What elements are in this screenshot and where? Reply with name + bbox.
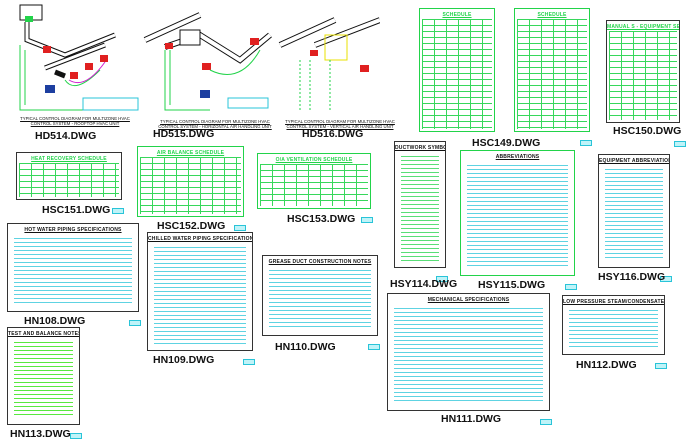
hsc150-body-text	[609, 31, 677, 120]
hn109-stamp	[243, 359, 255, 365]
hsy115-title: ABBREVIATIONS	[495, 154, 540, 160]
hsy116-body-text	[605, 169, 663, 261]
hn108-body-text	[14, 238, 132, 305]
hn110-filename[interactable]: HN110.DWG	[275, 341, 336, 353]
hd515-caption: TYPICAL CONTROL DIAGRAM FOR MULTIZONE HV…	[158, 119, 272, 129]
hsc153-title: O/A VENTILATION SCHEDULE	[275, 157, 353, 163]
hn110-sheet[interactable]: GREASE DUCT CONSTRUCTION NOTES	[262, 255, 378, 336]
hsc151-stamp	[112, 208, 124, 214]
hsy115-body-text	[467, 165, 568, 269]
hsc149b-sheet[interactable]: SCHEDULE	[514, 8, 590, 132]
hn113-stamp	[70, 433, 82, 439]
hsy114-filename[interactable]: HSY114.DWG	[390, 278, 458, 290]
hsc150-sheet[interactable]: MANUAL S - EQUIPMENT SELECTION	[606, 20, 680, 123]
hn111-sheet[interactable]: MECHANICAL SPECIFICATIONS	[387, 293, 550, 411]
hsc152-title: AIR BALANCE SCHEDULE	[156, 150, 225, 156]
hsc153-stamp	[361, 217, 373, 223]
hsc151-body-text	[19, 163, 119, 197]
hsc149a-body-text	[422, 19, 492, 129]
hsy115-stamp	[565, 284, 577, 290]
hsy116-stamp	[660, 276, 672, 282]
hn111-filename[interactable]: HN111.DWG	[441, 413, 502, 425]
hsy116-sheet[interactable]: EQUIPMENT ABBREVIATIONS	[598, 154, 670, 268]
hd514-filename[interactable]: HD514.DWG	[35, 130, 97, 142]
hsc150-filename[interactable]: HSC150.DWG	[613, 125, 682, 137]
hsc149a-sheet[interactable]: SCHEDULE	[419, 8, 495, 132]
hn113-body-text	[14, 342, 73, 418]
hd515-diagram[interactable]	[140, 5, 275, 115]
hsc151-filename[interactable]: HSC151.DWG	[42, 204, 111, 216]
hn112-sheet[interactable]: LOW PRESSURE STEAM/CONDENSATE PIPING SPE…	[562, 295, 665, 355]
hd516-caption: TYPICAL CONTROL DIAGRAM FOR MULTIZONE HV…	[285, 119, 395, 129]
hn108-sheet[interactable]: HOT WATER PIPING SPECIFICATIONS	[7, 223, 139, 312]
hn110-stamp	[368, 344, 380, 350]
hsc150-stamp	[674, 141, 686, 147]
hsc152-body-text	[140, 157, 241, 214]
hsy114-stamp	[436, 276, 448, 282]
hsc151-sheet[interactable]: HEAT RECOVERY SCHEDULE	[16, 152, 122, 200]
hsc149b-title: SCHEDULE	[537, 12, 567, 18]
hsc152-stamp	[234, 225, 246, 231]
hsc149a-title: SCHEDULE	[442, 12, 472, 18]
hn113-filename[interactable]: HN113.DWG	[10, 428, 71, 440]
hsy114-body-text	[401, 156, 439, 261]
hn112-filename[interactable]: HN112.DWG	[576, 359, 637, 371]
hsc152-filename[interactable]: HSC152.DWG	[157, 220, 226, 232]
hd515-filename[interactable]: HD515.DWG	[153, 128, 215, 140]
hn112-title: LOW PRESSURE STEAM/CONDENSATE PIPING SPE…	[563, 299, 665, 305]
hn108-filename[interactable]: HN108.DWG	[24, 315, 86, 327]
hsc151-title: HEAT RECOVERY SCHEDULE	[31, 156, 107, 162]
hn112-stamp	[655, 363, 667, 369]
hsc153-filename[interactable]: HSC153.DWG	[287, 213, 356, 225]
hn110-title: GREASE DUCT CONSTRUCTION NOTES	[268, 259, 372, 265]
hn111-title: MECHANICAL SPECIFICATIONS	[427, 297, 510, 303]
hsc152-sheet[interactable]: AIR BALANCE SCHEDULE	[137, 146, 244, 217]
hsc149b-body-text	[517, 19, 587, 129]
hn111-stamp	[540, 419, 552, 425]
hsy116-filename[interactable]: HSY116.DWG	[598, 271, 666, 283]
hn109-filename[interactable]: HN109.DWG	[153, 354, 215, 366]
hsy115-sheet[interactable]: ABBREVIATIONS	[460, 150, 575, 276]
hn113-sheet[interactable]: TEST AND BALANCE NOTES	[7, 327, 80, 425]
hsy115-filename[interactable]: HSY115.DWG	[478, 279, 546, 291]
hsy116-title: EQUIPMENT ABBREVIATIONS	[599, 158, 670, 164]
hsc149b-filename[interactable]: HSC149.DWG	[472, 137, 541, 149]
hn109-sheet[interactable]: CHILLED WATER PIPING SPECIFICATIONS	[147, 232, 253, 351]
hn110-body-text	[269, 270, 371, 329]
hn109-title: CHILLED WATER PIPING SPECIFICATIONS	[148, 236, 253, 242]
hn111-body-text	[394, 308, 543, 404]
hn113-title: TEST AND BALANCE NOTES	[8, 331, 80, 337]
hsc153-sheet[interactable]: O/A VENTILATION SCHEDULE	[257, 153, 371, 209]
hn109-body-text	[154, 247, 246, 344]
hsy114-title: DUCTWORK SYMBOLS	[395, 145, 445, 151]
hd514-diagram[interactable]	[5, 0, 140, 115]
hn108-stamp	[129, 320, 141, 326]
hd516-filename[interactable]: HD516.DWG	[302, 128, 364, 140]
hn112-body-text	[569, 310, 658, 348]
hsc150-title: MANUAL S - EQUIPMENT SELECTION	[607, 24, 680, 30]
hd514-caption: TYPICAL CONTROL DIAGRAM FOR MULTIZONE HV…	[20, 116, 130, 126]
hsy114-sheet[interactable]: DUCTWORK SYMBOLS	[394, 141, 446, 268]
hd516-diagram[interactable]	[275, 5, 380, 115]
hsc149b-stamp	[580, 140, 592, 146]
hsc153-body-text	[260, 164, 368, 206]
hn108-title: HOT WATER PIPING SPECIFICATIONS	[24, 227, 122, 233]
